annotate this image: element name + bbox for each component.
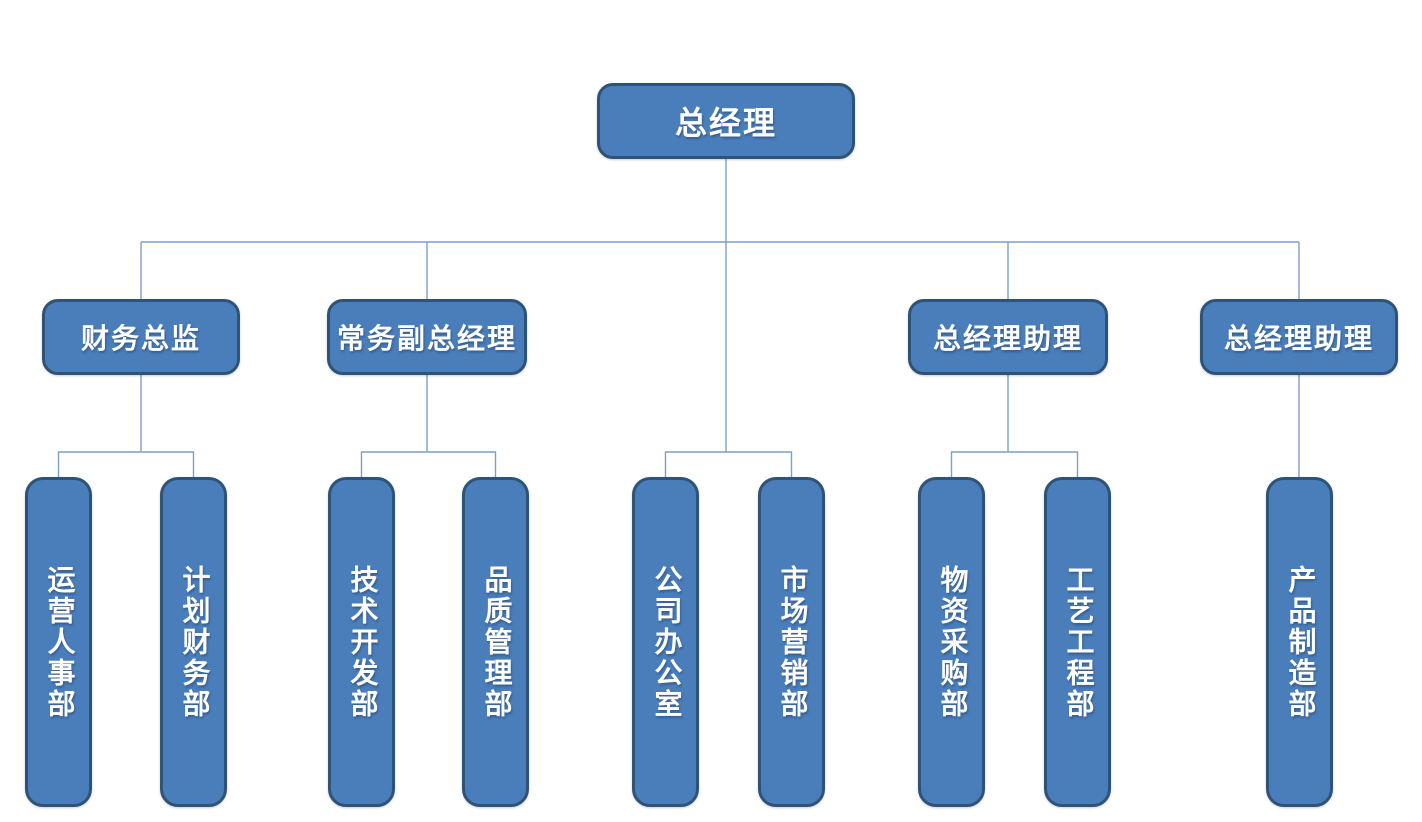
org-node-planning-finance-dept: 计划财务部 [160,477,227,807]
org-node-label: 总经理助理 [932,324,1083,355]
org-node-materials-purchasing-dept: 物资采购部 [918,477,985,807]
org-node-label: 计划财务部 [178,564,210,720]
org-node-gm-assistant-1: 总经理助理 [908,299,1108,375]
org-node-label: 运营人事部 [43,564,75,720]
org-node-label: 总经理 [674,105,777,141]
org-node-gm-assistant-2: 总经理助理 [1200,299,1398,375]
org-node-tech-development-dept: 技术开发部 [328,477,395,807]
org-node-label: 市场营销部 [776,564,808,720]
org-node-company-office: 公司办公室 [632,477,699,807]
org-node-finance-director: 财务总监 [42,299,240,375]
org-node-process-engineering-dept: 工艺工程部 [1044,477,1111,807]
org-node-label: 品质管理部 [480,564,512,720]
org-node-label: 财务总监 [80,324,201,355]
org-node-deputy-general-manager: 常务副总经理 [327,299,527,375]
org-node-label: 物资采购部 [936,564,968,720]
org-node-quality-management-dept: 品质管理部 [462,477,529,807]
org-node-label: 常务副总经理 [336,324,517,355]
org-node-label: 技术开发部 [346,564,378,720]
org-node-label: 公司办公室 [650,564,682,720]
org-node-label: 工艺工程部 [1062,564,1094,720]
org-node-operations-hr-dept: 运营人事部 [25,477,92,807]
org-node-general-manager: 总经理 [597,83,855,159]
org-node-marketing-dept: 市场营销部 [758,477,825,807]
org-node-product-manufacturing-dept: 产品制造部 [1266,477,1333,807]
org-node-label: 总经理助理 [1223,324,1374,355]
org-node-label: 产品制造部 [1284,564,1316,720]
